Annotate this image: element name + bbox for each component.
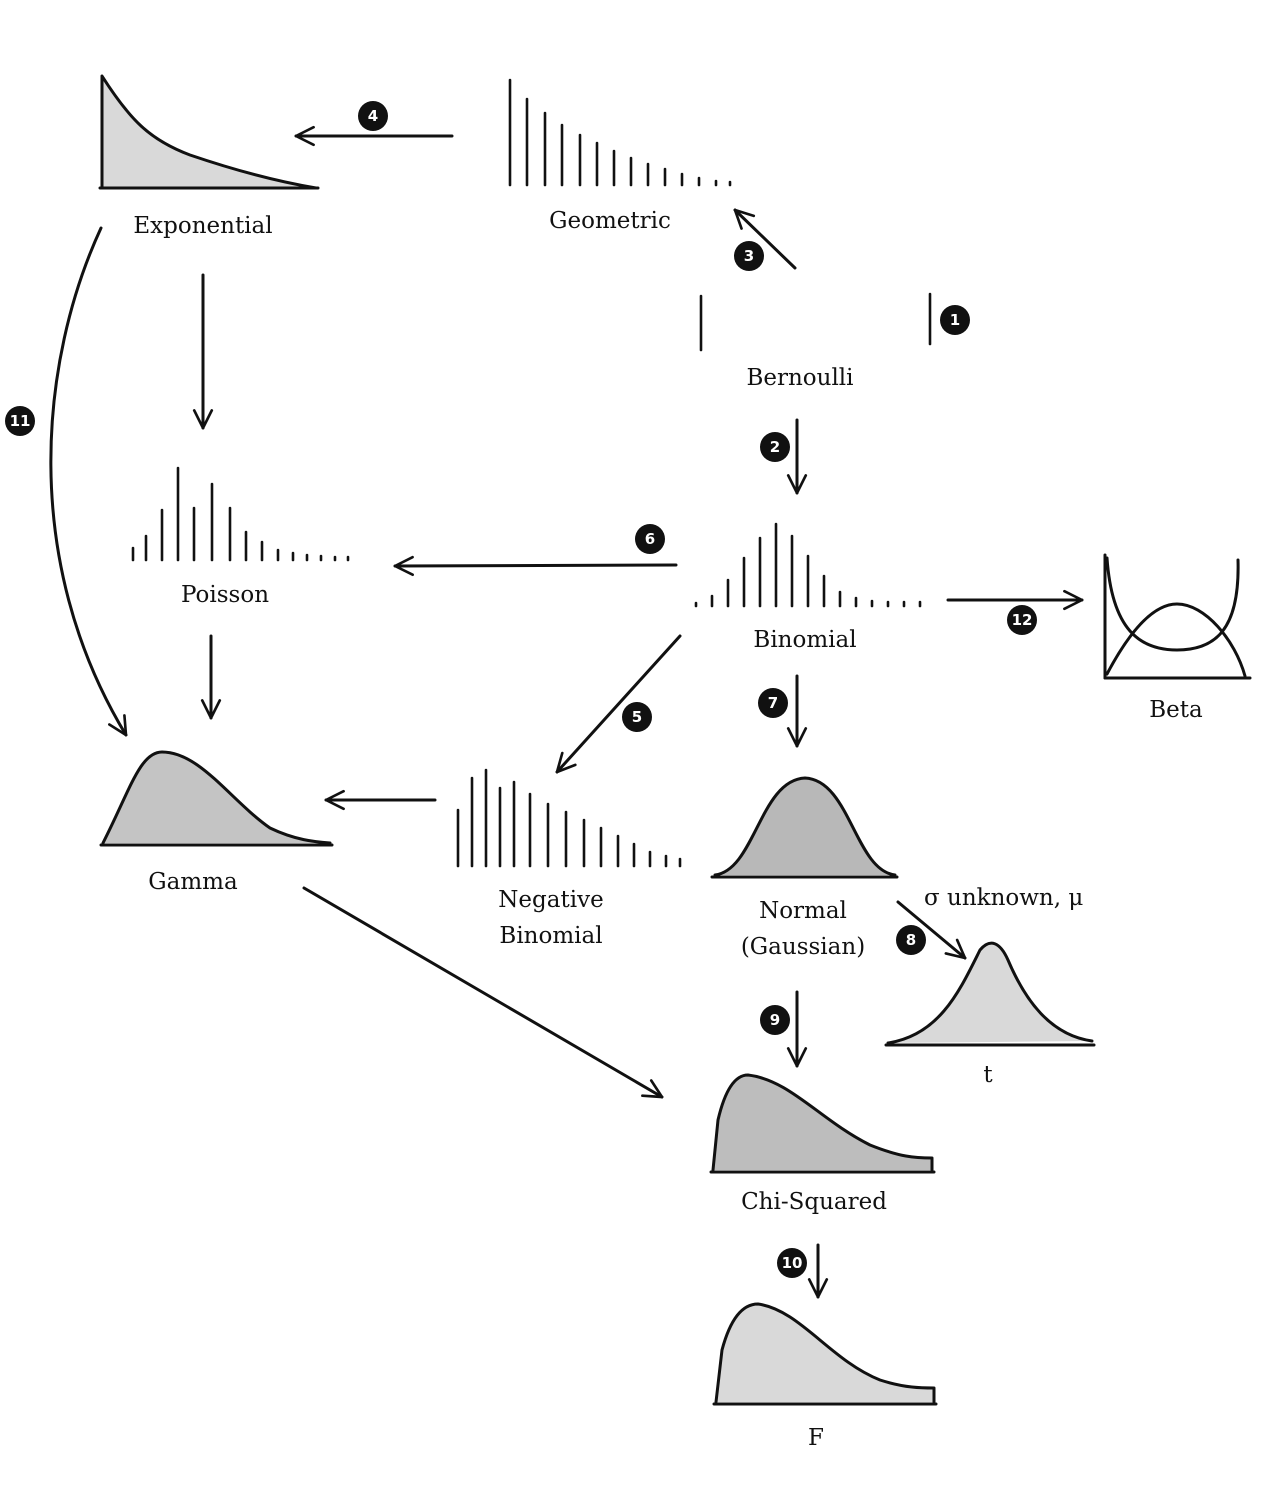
step-badge-5: 5 [622,702,652,732]
step-badge-12: 12 [1007,605,1037,635]
step-badge-3: 3 [734,241,764,271]
step-badge-8: 8 [896,925,926,955]
step-badge-11: 11 [5,406,35,436]
gamma-curve [99,750,334,847]
arrow-normal-to-t [896,900,967,960]
step-badge-2: 2 [760,432,790,462]
arrow-binomial-to-poisson [393,555,678,577]
chi-squared-curve [709,1073,936,1174]
poisson-spikes [131,466,350,562]
normal-curve [710,776,899,879]
label-f: F [808,1425,824,1451]
label-normal-line1: Normal [759,898,847,924]
label-beta: Beta [1149,697,1203,723]
t-curve [884,941,1096,1047]
step-badge-9: 9 [760,1005,790,1035]
beta-curves [1103,553,1252,680]
step-badge-7: 7 [758,688,788,718]
label-negative-binomial-line2: Binomial [499,923,603,949]
step-badge-1: 1 [940,305,970,335]
label-normal-line2: (Gaussian) [740,934,866,960]
step-badge-10: 10 [777,1248,807,1278]
label-chi-squared: Chi-Squared [741,1189,887,1215]
label-gamma: Gamma [148,869,238,895]
arrow-gamma-to-chi-squared [302,886,664,1099]
label-binomial: Binomial [753,627,857,653]
negative-binomial-spikes [456,768,682,868]
label-negative-binomial-line1: Negative [498,887,604,913]
label-t: t [983,1062,993,1088]
label-poisson: Poisson [180,582,270,608]
geometric-spikes [508,78,732,187]
f-curve [712,1302,938,1406]
arrows [49,125,1084,1299]
exponential-curve [98,74,320,190]
step-badge-6: 6 [635,524,665,554]
label-bernoulli: Bernoulli [746,365,854,391]
arrow-exponential-to-gamma [49,226,128,737]
arrow-bernoulli-to-geometric [733,208,797,270]
annotation-t-condition: σ unknown, μ [924,885,1084,911]
binomial-spikes [694,522,922,608]
step-badge-4: 4 [358,101,388,131]
arrow-binomial-to-negative-binomial [555,634,682,774]
bernoulli-spikes [699,292,932,352]
label-exponential: Exponential [133,213,273,239]
label-geometric: Geometric [549,208,671,234]
